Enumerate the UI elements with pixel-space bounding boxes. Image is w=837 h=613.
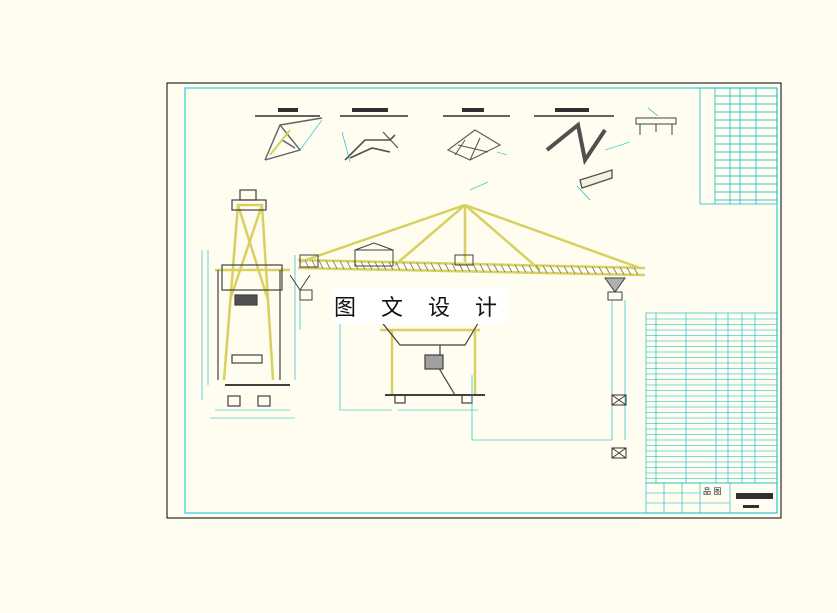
boom-hatch-line <box>444 263 450 272</box>
inner-border <box>184 87 778 514</box>
boom-hatch-line <box>332 260 338 269</box>
boom-hatch-line <box>584 266 590 274</box>
boom-hatch-line <box>514 264 520 273</box>
boom-hatch-line <box>318 260 324 269</box>
boom-hatch-line <box>339 260 345 270</box>
boom-hatch-line <box>479 264 485 272</box>
boom-hatch-line <box>633 267 639 275</box>
boom-hatch-line <box>535 265 541 273</box>
boom-hatch-line <box>528 265 534 273</box>
boom-hatch-line <box>437 263 443 272</box>
side-elevation <box>201 189 296 419</box>
boom-hatch-line <box>325 260 331 269</box>
parts-list <box>645 312 778 484</box>
boom-hatch-line <box>549 265 555 274</box>
boom-hatch-line <box>556 265 562 274</box>
front-elevation <box>289 181 646 459</box>
detail-sketch-5 <box>635 107 677 135</box>
boom-hatch-line <box>346 260 352 270</box>
boom-hatch-line <box>563 265 569 274</box>
boom-hatch-line <box>416 262 422 271</box>
boom-hatch-line <box>500 264 506 273</box>
watermark: 图 文 设 计 <box>333 288 507 324</box>
boom-hatch-line <box>360 261 366 270</box>
boom-hatch-line <box>395 262 401 271</box>
detail-sketch-1 <box>255 108 323 161</box>
boom-hatch-line <box>626 267 632 275</box>
boom-hatch-line <box>430 262 436 271</box>
detail-sketch-3 <box>443 108 510 161</box>
boom-hatch-line <box>507 264 513 273</box>
revision-table <box>699 87 778 205</box>
boom-hatch-line <box>472 263 478 272</box>
boom-hatch-line <box>402 262 408 271</box>
boom-hatch-line <box>493 264 499 273</box>
detail-sketch-2 <box>340 108 408 163</box>
boom-hatch-line <box>577 266 583 274</box>
detail-sketch-4 <box>534 108 631 201</box>
title-block <box>645 482 778 514</box>
boom-hatch-line <box>619 267 625 275</box>
boom-hatch-line <box>451 263 457 272</box>
title-stamp: 品 图 <box>703 487 722 496</box>
boom-hatch-line <box>570 266 576 274</box>
boom-hatch-line <box>521 264 527 273</box>
boom-hatch-line <box>612 267 618 275</box>
boom-hatch-line <box>542 265 548 274</box>
boom-hatch-line <box>409 262 415 271</box>
boom-hatch-line <box>591 266 597 275</box>
boom-hatch-line <box>486 264 492 273</box>
outer-border <box>166 82 782 519</box>
boom-hatch-line <box>423 262 429 271</box>
boom-hatch-line <box>605 266 611 275</box>
boom-hatch-line <box>598 266 604 275</box>
